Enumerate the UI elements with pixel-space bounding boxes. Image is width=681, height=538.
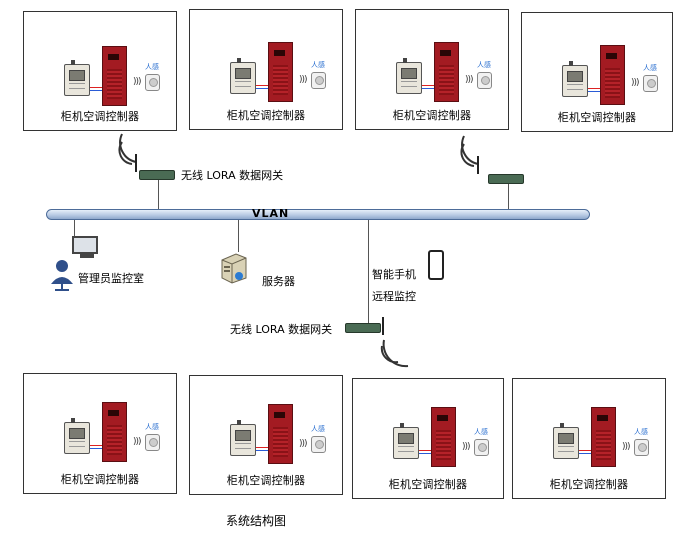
device-label: 柜机空调控制器 xyxy=(226,474,306,487)
sensor-label: 人感 xyxy=(145,63,159,71)
sensor-label: 人感 xyxy=(311,425,325,433)
phone-icon xyxy=(428,250,444,280)
antenna-icon xyxy=(382,317,384,335)
unit-box-bottom-3: 人感 ))) 柜机空调控制器 xyxy=(352,378,504,499)
sensor-label: 人感 xyxy=(474,428,488,436)
wifi-wave-icon: ))) xyxy=(299,439,307,449)
unit-box-bottom-2: 人感 ))) 柜机空调控制器 xyxy=(189,375,343,495)
wifi-wave-icon: ))) xyxy=(133,437,141,447)
person-icon xyxy=(51,260,73,291)
wifi-wave-icon xyxy=(380,339,409,368)
wifi-wave-icon: ))) xyxy=(465,75,473,85)
device-label: 柜机空调控制器 xyxy=(392,109,472,122)
server-label: 服务器 xyxy=(262,275,295,288)
monitor-room-label: 管理员监控室 xyxy=(78,272,144,285)
diagram-caption: 系统结构图 xyxy=(226,514,287,528)
vlan-bus xyxy=(46,209,590,220)
computer-icon xyxy=(72,236,98,254)
unit-box-bottom-4: 人感 ))) 柜机空调控制器 xyxy=(512,378,666,499)
sensor-label: 人感 xyxy=(634,428,648,436)
gateway-bottom-label: 无线 LORA 数据网关 xyxy=(230,323,333,336)
device-label: 柜机空调控制器 xyxy=(557,111,637,124)
device-label: 柜机空调控制器 xyxy=(549,478,629,491)
gateway-top-label: 无线 LORA 数据网关 xyxy=(181,169,284,182)
sensor-label: 人感 xyxy=(477,61,491,69)
phone-label-line2: 远程监控 xyxy=(372,290,416,303)
wifi-wave-icon: ))) xyxy=(462,442,470,452)
sensor-label: 人感 xyxy=(145,423,159,431)
unit-box-top-2: 人感 ))) 柜机空调控制器 xyxy=(189,9,343,130)
unit-box-top-3: 人感 ))) 柜机空调控制器 xyxy=(355,9,509,130)
wifi-wave-icon: ))) xyxy=(631,78,639,88)
server-icon xyxy=(221,253,247,284)
sensor-label: 人感 xyxy=(643,64,657,72)
wifi-wave-icon: ))) xyxy=(622,442,630,452)
device-label: 柜机空调控制器 xyxy=(60,110,140,123)
unit-box-top-1: 人感 ))) 柜机空调控制器 xyxy=(23,11,177,131)
lora-gateway-icon xyxy=(345,323,381,333)
vlan-label: VLAN xyxy=(252,207,290,220)
wifi-wave-icon: ))) xyxy=(299,75,307,85)
wifi-wave-icon xyxy=(460,135,479,167)
phone-label-line1: 智能手机 xyxy=(372,268,416,281)
unit-box-bottom-1: 人感 ))) 柜机空调控制器 xyxy=(23,373,177,494)
wifi-wave-icon xyxy=(118,133,137,165)
device-label: 柜机空调控制器 xyxy=(388,478,468,491)
lora-gateway-icon xyxy=(488,174,524,184)
wifi-wave-icon: ))) xyxy=(133,77,141,87)
sensor-label: 人感 xyxy=(311,61,325,69)
device-label: 柜机空调控制器 xyxy=(60,473,140,486)
lora-gateway-icon xyxy=(139,170,175,180)
unit-box-top-4: 人感 ))) 柜机空调控制器 xyxy=(521,12,673,132)
antenna-icon xyxy=(135,154,137,172)
device-label: 柜机空调控制器 xyxy=(226,109,306,122)
antenna-icon xyxy=(477,156,479,174)
